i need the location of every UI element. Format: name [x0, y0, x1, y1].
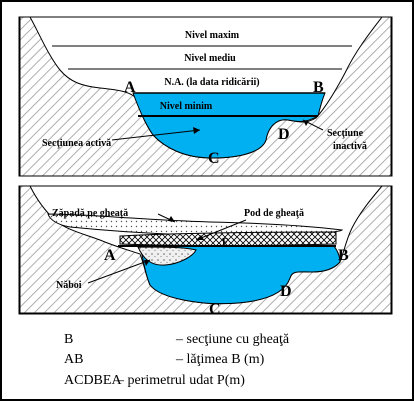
bottom-diagram: Zăpadă pe gheaţă Pod de gheaţă Năboi F A…	[18, 185, 393, 318]
arrow-pod	[195, 219, 247, 241]
top-diagram: Nivel maxim Nivel mediu N.A. (la data ri…	[18, 16, 393, 177]
point-c-bottom: C	[209, 301, 221, 318]
arrow-naboi	[87, 259, 151, 284]
legend-term-3: ACDBEA	[64, 373, 122, 388]
sectiunea-activa-label: Secţiunea activă	[42, 138, 111, 149]
zapada-label: Zăpadă pe gheaţă	[52, 208, 128, 219]
legend-term-1: B	[64, 332, 73, 347]
naboi-label: Năboi	[56, 280, 82, 291]
arrow-activa	[111, 129, 201, 141]
level-max-label: Nivel maxim	[185, 30, 240, 41]
level-mediu-label: Nivel mediu	[184, 53, 236, 64]
point-d-top: D	[278, 126, 290, 143]
legend-term-2: AB	[64, 352, 83, 367]
sectiune-inactiva-label-2: inactivă	[333, 141, 367, 152]
point-b-top: B	[313, 79, 324, 96]
legend-desc-1: – secţiune cu gheaţă	[175, 332, 290, 347]
bottom-water	[139, 245, 341, 305]
point-d-bottom: D	[280, 283, 292, 300]
legend-desc-3: – perimetrul udat P(m)	[116, 373, 245, 388]
legend: B – secţiune cu gheaţă AB – lăţimea B (m…	[64, 332, 290, 388]
point-c-top: C	[208, 150, 220, 167]
sectiune-inactiva-label-1: Secţiune	[327, 128, 364, 139]
point-a-bottom: A	[104, 247, 116, 264]
point-a-top: A	[124, 79, 136, 96]
pod-label: Pod de gheaţă	[244, 208, 304, 219]
legend-desc-2: – lăţimea B (m)	[175, 352, 265, 367]
point-f: F	[222, 237, 228, 248]
point-b-bottom: B	[338, 247, 349, 264]
level-min-label: Nivel minim	[160, 101, 213, 112]
level-na-label: N.A. (la data ridicării)	[164, 77, 259, 88]
